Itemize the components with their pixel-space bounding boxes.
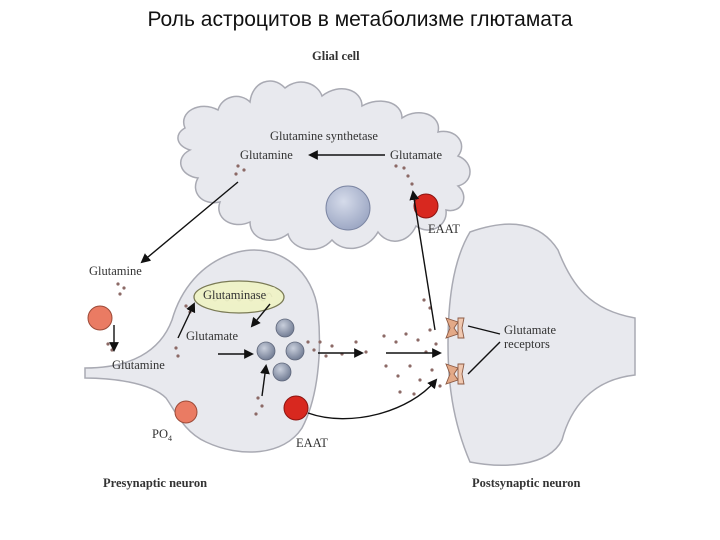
receptor-pointer-line [467,325,501,335]
presynaptic-neuron-label: Presynaptic neuron [103,476,207,490]
arrow-eaat-into-glia [409,190,436,331]
po4-label: PO4 [152,427,172,443]
glutamate-receptors-label-line2: receptors [504,337,550,351]
eaat-presynaptic-label: EAAT [296,436,328,450]
synaptic-vesicle [275,318,295,338]
synaptic-vesicle [272,362,292,382]
po4-text: PO [152,427,168,441]
glutamine-transporter [87,305,113,331]
receptor-pointer-line [467,341,501,375]
glutamine-synthetase-label: Glutamine synthetase [270,129,378,143]
eaat-transporter-glial [413,193,439,219]
synaptic-vesicle [256,341,276,361]
glial-cell-body [177,80,471,251]
glial-cell-label: Glial cell [312,49,360,63]
glial-glutamate-label: Glutamate [390,148,443,162]
glial-glutamine-label: Glutamine [240,148,293,162]
po4-subscript: 4 [168,434,172,443]
extracellular-glutamine-label: Glutamine [89,264,142,278]
glial-nucleus [325,185,371,231]
arrow-eaat-reuptake [307,378,438,420]
arrow-eaat-to-vesicle [260,364,270,397]
arrow-glutamine-to-glutaminase [177,302,196,339]
postsynaptic-neuron-label: Postsynaptic neuron [472,476,581,490]
glutaminase-mitochondrion [193,280,285,314]
presynaptic-neuron-body [84,249,321,453]
synaptic-vesicle [285,341,305,361]
po4-transporter [174,400,198,424]
glutaminase-label: Glutaminase [203,288,267,302]
glutamate-receptor [445,363,465,385]
postsynaptic-neuron-body [447,223,636,466]
arrow-glutamine-out-of-glia [140,181,239,264]
glutamate-receptor [445,317,465,339]
arrow-glutaminase-to-glutamate [250,303,271,328]
glutamate-receptors-label-line1: Glutamate [504,323,557,337]
slide-title: Роль астроцитов в метаболизме глютамата [147,8,573,31]
eaat-transporter-presynaptic [283,395,309,421]
eaat-glial-label: EAAT [428,222,460,236]
presynaptic-glutamine-label: Glutamine [112,358,165,372]
presynaptic-glutamate-label: Glutamate [186,329,239,343]
